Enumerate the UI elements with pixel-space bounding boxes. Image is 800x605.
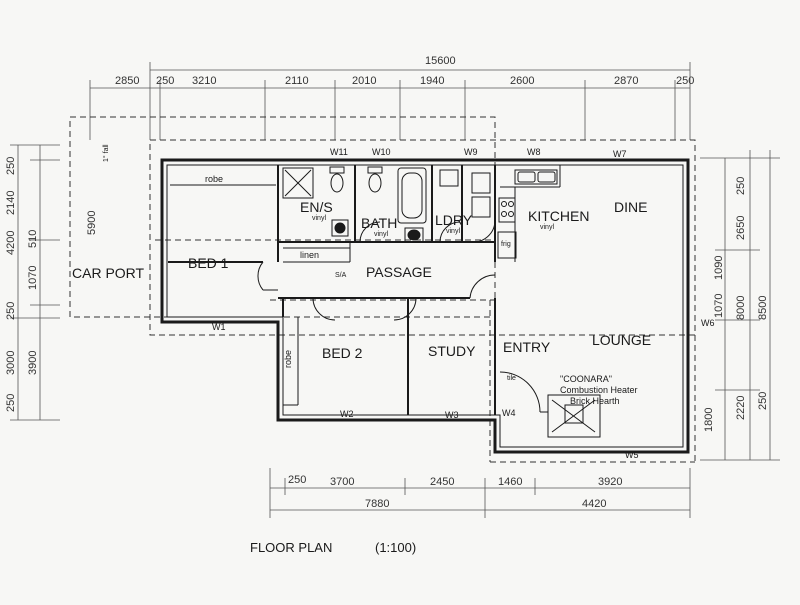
plan-title: FLOOR PLAN [250, 540, 332, 555]
dim-left-inner-2: 2140 [5, 191, 17, 215]
room-bed-2: BED 2 [322, 345, 363, 361]
label-fridge: frig [501, 241, 511, 248]
label-vinyl-bath: vinyl [374, 231, 388, 238]
window-w2: W2 [340, 409, 354, 419]
dim-bottom-3: 2450 [430, 476, 454, 488]
dim-left-inner-1: 250 [5, 157, 17, 175]
label-robe-bed2: robe [283, 350, 293, 368]
dim-right-inner-4: 1070 [713, 294, 725, 318]
room-study: STUDY [428, 343, 476, 359]
dim-right-inner-1: 250 [735, 177, 747, 195]
dim-bottom-total-2: 4420 [582, 498, 606, 510]
dim-bottom-4: 1460 [498, 476, 522, 488]
plan-scale: (1:100) [375, 540, 416, 555]
dim-top-2: 250 [156, 75, 174, 87]
dim-left-inner-6: 250 [5, 302, 17, 320]
label-robe-bed1: robe [205, 174, 223, 184]
window-w10: W10 [372, 147, 391, 157]
room-passage: PASSAGE [366, 264, 432, 280]
dim-left-inner-4: 510 [27, 230, 39, 248]
dim-right-inner-2: 2650 [735, 216, 747, 240]
fridge-icon [497, 231, 517, 259]
ensuite-shower-icon [282, 167, 314, 199]
label-vinyl-kitchen: vinyl [540, 224, 554, 231]
room-bath: BATH [361, 215, 397, 231]
room-bed-1: BED 1 [188, 255, 229, 271]
dim-top-5: 2010 [352, 75, 376, 87]
label-smoke-alarm: S/A [335, 272, 347, 279]
label-vinyl-ensuite: vinyl [312, 215, 326, 222]
dim-left-inner-3: 4200 [5, 231, 17, 255]
dim-bottom-5: 3920 [598, 476, 622, 488]
bath-toilet-icon [367, 166, 383, 174]
window-w9: W9 [464, 147, 478, 157]
dim-left-inner-7: 3000 [5, 351, 17, 375]
room-carport: CAR PORT [72, 265, 145, 281]
dim-right-inner-5: 1800 [703, 408, 715, 432]
ensuite-basin-icon [331, 219, 349, 237]
room-ldry: LDRY [435, 212, 473, 228]
dim-bottom-total-1: 7880 [365, 498, 389, 510]
fixtures [282, 165, 601, 438]
dim-right-inner-6: 2220 [735, 396, 747, 420]
room-entry: ENTRY [503, 339, 551, 355]
dim-top-9: 250 [676, 75, 694, 87]
bottom-dimensions [269, 468, 691, 518]
combustion-heater-icon [547, 394, 601, 438]
kitchen-sink-icon [514, 169, 558, 185]
room-lounge: LOUNGE [592, 332, 651, 348]
bath-basin-icon [404, 227, 424, 243]
room-kitchen: KITCHEN [528, 208, 589, 224]
fall-note: 1° fall [102, 144, 110, 162]
left-dimensions [10, 144, 60, 421]
dim-top-4: 2110 [285, 75, 309, 87]
label-heater-brand: "COONARA" [560, 374, 612, 384]
room-dine: DINE [614, 199, 647, 215]
window-w1: W1 [212, 322, 226, 332]
bathtub-icon [397, 167, 427, 224]
window-w7: W7 [613, 149, 627, 159]
dim-left-inner-8: 250 [5, 394, 17, 412]
doors [257, 219, 541, 413]
dim-top-1: 2850 [115, 75, 139, 87]
dashed-outlines [69, 116, 696, 463]
walls [160, 158, 690, 454]
dim-left-inner-5: 1070 [27, 266, 39, 290]
dim-right-outer-1: 8000 [735, 296, 747, 320]
dim-bottom-1: 250 [288, 474, 306, 486]
dim-top-7: 2600 [510, 75, 534, 87]
label-heater-type: Combustion Heater [560, 385, 638, 395]
label-vinyl-ldry: vinyl [446, 228, 460, 235]
window-w3: W3 [445, 410, 459, 420]
dim-top-3: 3210 [192, 75, 216, 87]
ensuite-toilet-icon [329, 166, 345, 174]
dim-overall-top: 15600 [425, 55, 456, 67]
dim-right-outer-2: 8500 [757, 296, 769, 320]
window-w5: W5 [625, 450, 639, 460]
label-brick-hearth: Brick Hearth [570, 396, 620, 406]
window-w8: W8 [527, 147, 541, 157]
dim-top-8: 2870 [614, 75, 638, 87]
window-w11: W11 [330, 147, 348, 157]
label-linen: linen [300, 250, 319, 260]
dim-left-outer-2: 3900 [27, 351, 39, 375]
window-markers [195, 159, 689, 453]
dim-top-6: 1940 [420, 75, 444, 87]
room-ensuite: EN/S [300, 199, 333, 215]
dim-right-inner-3: 1090 [713, 256, 725, 280]
window-w6: W6 [701, 318, 715, 328]
dim-bottom-2: 3700 [330, 476, 354, 488]
right-dimensions [700, 150, 780, 461]
dim-right-inner-7: 250 [757, 392, 769, 410]
label-tile: tile [507, 375, 516, 382]
cooktop-icon [498, 197, 516, 223]
dryer-icon [471, 196, 491, 218]
dim-left-outer-1: 5900 [86, 211, 98, 235]
laundry-tub-icon [439, 169, 459, 187]
window-w4: W4 [502, 408, 516, 418]
laundry-appliance-icon [471, 172, 491, 194]
top-dimensions [89, 62, 691, 140]
